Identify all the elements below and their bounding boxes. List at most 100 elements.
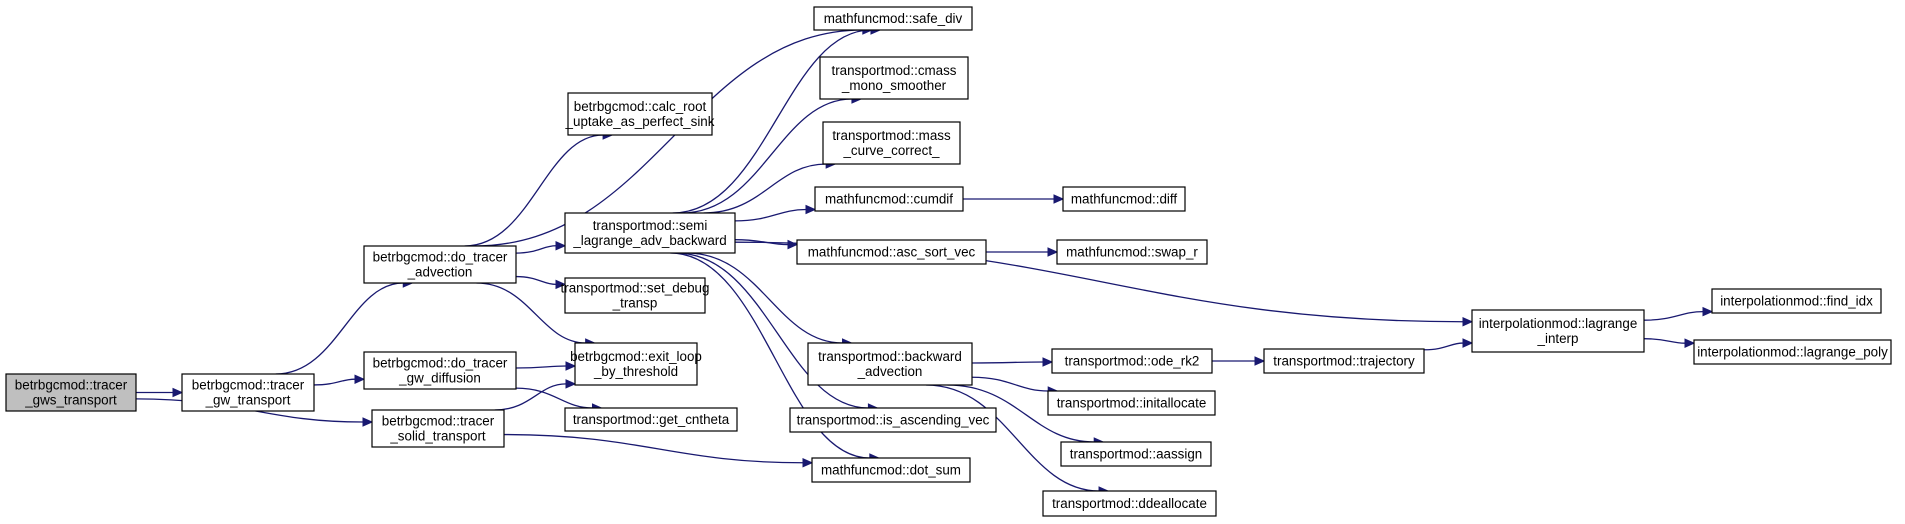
node-box — [1471, 309, 1645, 353]
edge-line — [515, 365, 567, 369]
node-label-line: transportmod::is_ascending_vec — [797, 413, 990, 428]
edge-adv-to-setdebug — [515, 275, 567, 290]
edge-semi-to-isasc — [675, 252, 879, 413]
node-aassign[interactable]: transportmod::aassign — [1060, 441, 1212, 467]
node-label-line: _interp — [1537, 331, 1579, 346]
node-box — [564, 212, 736, 254]
node-label-line: betrbgcmod::tracer — [382, 414, 495, 429]
node-label-line: interpolationmod::find_idx — [1720, 294, 1873, 309]
node-label-line: interpolationmod::lagrange — [1479, 316, 1638, 331]
node-box — [1263, 348, 1425, 374]
arrowhead-icon — [787, 239, 799, 250]
node-label-line: transportmod::initallocate — [1057, 396, 1207, 411]
node-safediv[interactable]: mathfuncmod::safe_div — [813, 6, 973, 31]
node-masscurve[interactable]: transportmod::mass_curve_correct_ — [822, 121, 961, 165]
edge-oderk2-to-trajectory — [1212, 356, 1266, 366]
node-swapr[interactable]: mathfuncmod::swap_r — [1056, 239, 1208, 265]
edge-gw-to-diff — [313, 374, 366, 386]
edge-line — [734, 208, 807, 222]
node-box — [1056, 239, 1208, 265]
node-layer: betrbgcmod::tracer_gws_transportbetrbgcm… — [5, 6, 1892, 517]
edge-line — [275, 282, 404, 375]
node-label-line: transportmod::ode_rk2 — [1065, 354, 1200, 369]
node-backadv[interactable]: transportmod::backward_advection — [807, 342, 973, 386]
edge-trajectory-to-lagrange — [1423, 338, 1474, 351]
node-findidx[interactable]: interpolationmod::find_idx — [1711, 288, 1882, 314]
node-label-line: _solid_transport — [389, 429, 486, 444]
node-label-line: _transp — [612, 296, 658, 311]
node-diff[interactable]: betrbgcmod::do_tracer_gw_diffusion — [363, 351, 517, 390]
node-lagrange[interactable]: interpolationmod::lagrange_interp — [1471, 309, 1645, 353]
node-label-line: transportmod::set_debug — [561, 281, 710, 296]
node-label-line: betrbgcmod::tracer — [192, 378, 305, 393]
node-box — [813, 6, 973, 31]
node-label-line: betrbgcmod::exit_loop — [570, 349, 702, 364]
edge-line — [464, 134, 604, 247]
node-box — [567, 92, 713, 136]
edge-diff-to-exitloop — [515, 361, 577, 371]
node-label-line: _advection — [407, 265, 473, 280]
node-adv[interactable]: betrbgcmod::do_tracer_advection — [363, 245, 517, 284]
node-solid[interactable]: betrbgcmod::tracer_solid_transport — [371, 409, 505, 448]
node-box — [574, 342, 698, 386]
edge-line — [971, 361, 1044, 364]
edge-line — [686, 252, 843, 344]
arrowhead-icon — [1042, 357, 1054, 367]
node-box — [796, 239, 987, 265]
node-label-line: transportmod::aassign — [1070, 447, 1203, 462]
node-box — [1042, 490, 1217, 517]
edge-line — [1643, 310, 1704, 321]
node-box — [1060, 441, 1212, 467]
node-dotsum[interactable]: mathfuncmod::dot_sum — [811, 457, 971, 483]
arrowhead-icon — [362, 417, 374, 427]
node-label-line: transportmod::trajectory — [1273, 354, 1415, 369]
node-setdebug[interactable]: transportmod::set_debug_transp — [561, 277, 710, 314]
node-label-line: transportmod::ddeallocate — [1052, 496, 1207, 511]
arrowhead-icon — [1254, 356, 1266, 366]
edge-line — [503, 433, 804, 464]
node-label-line: betrbgcmod::do_tracer — [373, 250, 508, 265]
node-semi[interactable]: transportmod::semi_lagrange_adv_backward — [564, 212, 736, 254]
node-calcroot[interactable]: betrbgcmod::calc_root_uptake_as_perfect_… — [565, 92, 715, 136]
node-initalloc[interactable]: transportmod::initallocate — [1047, 390, 1216, 416]
node-box — [1711, 288, 1882, 314]
node-box — [181, 373, 315, 412]
node-isasc[interactable]: transportmod::is_ascending_vec — [789, 407, 997, 433]
node-root[interactable]: betrbgcmod::tracer_gws_transport — [5, 373, 137, 412]
arrowhead-icon — [1702, 306, 1714, 317]
arrowhead-icon — [1684, 338, 1696, 348]
node-box — [1047, 390, 1216, 416]
node-label-line: betrbgcmod::tracer — [15, 378, 128, 393]
edge-line — [670, 252, 870, 459]
edge-line — [313, 378, 356, 386]
node-getcnt[interactable]: transportmod::get_cntheta — [564, 407, 738, 432]
node-ascsort[interactable]: mathfuncmod::asc_sort_vec — [796, 239, 987, 265]
node-box — [822, 121, 961, 165]
node-label-line: mathfuncmod::safe_div — [824, 11, 963, 26]
node-gw[interactable]: betrbgcmod::tracer_gw_transport — [181, 373, 315, 412]
node-cumdif[interactable]: mathfuncmod::cumdif — [814, 186, 964, 212]
node-label-line: _by_threshold — [593, 364, 678, 379]
edge-root-to-gw — [135, 387, 184, 398]
node-exitloop[interactable]: betrbgcmod::exit_loop_by_threshold — [570, 342, 702, 386]
node-label-line: transportmod::backward — [818, 349, 962, 364]
node-trajectory[interactable]: transportmod::trajectory — [1263, 348, 1425, 374]
edge-backadv-to-oderk2 — [971, 357, 1054, 367]
node-diffn[interactable]: mathfuncmod::diff — [1062, 186, 1186, 212]
node-label-line: _advection — [857, 364, 923, 379]
node-label-line: mathfuncmod::diff — [1071, 192, 1177, 207]
node-label-line: betrbgcmod::calc_root — [574, 99, 707, 114]
node-lagpoly[interactable]: interpolationmod::lagrange_poly — [1693, 339, 1892, 365]
arrowhead-icon — [565, 361, 577, 371]
node-cmass[interactable]: transportmod::cmass_mono_smoother — [819, 56, 969, 100]
node-label-line: transportmod::semi — [593, 218, 708, 233]
node-box — [564, 407, 738, 432]
node-label-line: mathfuncmod::dot_sum — [821, 463, 961, 478]
edge-lagrange-to-findidx — [1643, 306, 1714, 321]
node-oderk2[interactable]: transportmod::ode_rk2 — [1051, 348, 1213, 374]
node-ddealloc[interactable]: transportmod::ddeallocate — [1042, 490, 1217, 517]
node-label-line: _lagrange_adv_backward — [572, 233, 726, 248]
arrowhead-icon — [802, 457, 814, 468]
arrowhead-icon — [1047, 247, 1059, 257]
